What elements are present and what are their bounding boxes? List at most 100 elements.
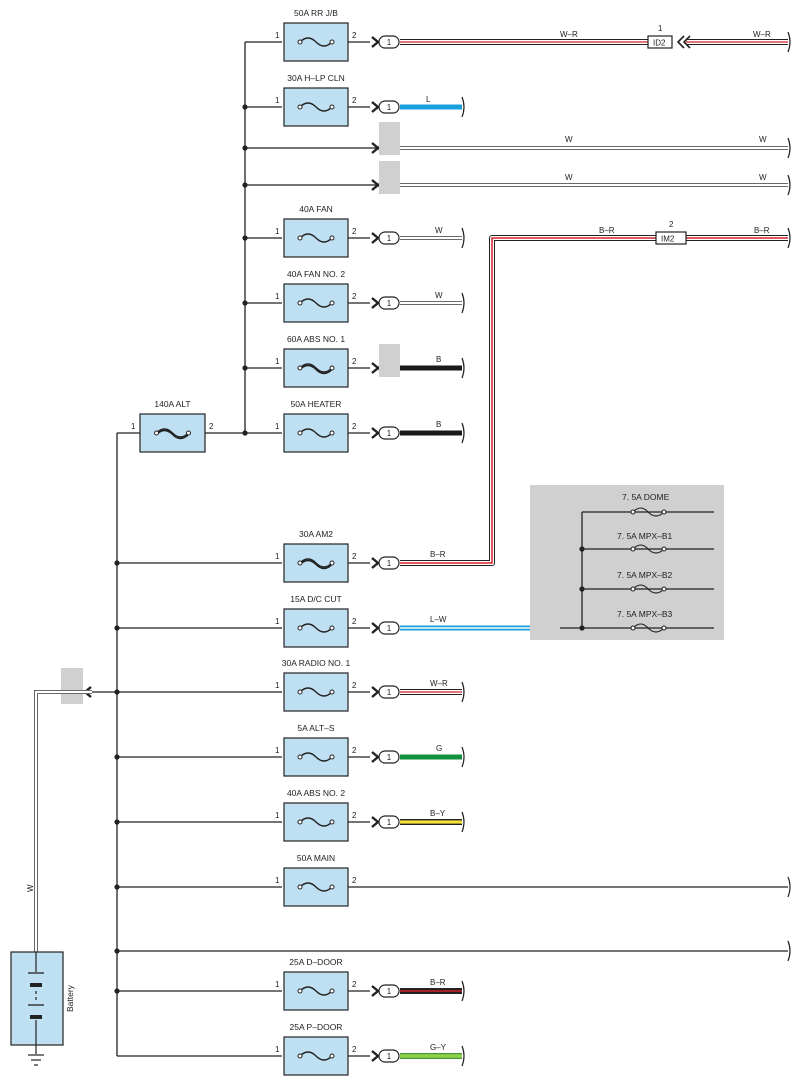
wire-label: W [435,291,443,300]
fuse-am2: 30A AM2 1 2 [275,529,370,583]
fuse-label: 30A AM2 [299,529,333,539]
wire-label: W–R [753,30,771,39]
pin-1-label: 1 [275,552,280,561]
fuse-label-mpx-b2: 7. 5A MPX–B2 [617,570,673,580]
wire-label: L–W [430,615,447,624]
connector-c1: 1 [371,556,400,570]
wire-label: W [565,173,573,182]
wire-label: B–R [430,550,446,559]
battery-label: Battery [65,984,75,1012]
connector-c1: 1 [371,426,400,440]
connector-label: 1 [387,234,392,243]
wire-label: W [759,135,767,144]
wire-label: W [565,135,573,144]
wire-label: G–Y [430,1043,447,1052]
fuse-label-dome: 7. 5A DOME [622,492,670,502]
fuse-radio1: 30A RADIO NO. 1 1 2 [275,658,370,712]
connector-label: 1 [387,987,392,996]
connector-c1: 1 [371,984,400,998]
fuse-label: 15A D/C CUT [290,594,342,604]
pin-1-label: 1 [275,876,280,885]
pin-1-label: 1 [275,1045,280,1054]
wire-label: B [436,355,441,364]
wire-label: B–R [754,226,770,235]
pin-1-label: 1 [275,292,280,301]
fuse-label: 60A ABS NO. 1 [287,334,345,344]
fuse-label: 40A FAN NO. 2 [287,269,345,279]
pin-1-label: 1 [275,31,280,40]
wire-label: G [436,744,442,753]
wire-labels: W–R W–R L W W W W B–R B–R W W B B B–R L–… [426,30,771,1052]
pin-2-label: 2 [352,617,357,626]
inline-connector-id2: ID2 1 [647,24,691,49]
colored-wires [400,39,788,1059]
fuse-label: 30A H–LP CLN [287,73,345,83]
wire-label: B–R [599,226,615,235]
wire-label: W–R [560,30,578,39]
pin-1-label: 1 [275,422,280,431]
pin-2-label: 2 [352,552,357,561]
fuse-label-mpx-b1: 7. 5A MPX–B1 [617,531,673,541]
fuse-hlp-cln: 30A H–LP CLN 1 2 [275,73,370,127]
battery-feed-wire [34,690,92,952]
connector-c1: 1 [371,621,400,635]
fuse-fan2: 40A FAN NO. 2 1 2 [275,269,370,323]
fuse-label: 5A ALT–S [297,723,335,733]
fuse-label-mpx-b3: 7. 5A MPX–B3 [617,609,673,619]
connector-c1: 1 [371,685,400,699]
fuse-label: 25A P–DOOR [290,1022,343,1032]
pin-2-label: 2 [352,96,357,105]
connector-c1: 1 [371,35,400,49]
connector-label: 1 [387,38,392,47]
connector-label: 1 [387,688,392,697]
connector-label: 1 [387,103,392,112]
wire-label: W [759,173,767,182]
pin-1-label: 1 [275,96,280,105]
pin-2-label: 2 [352,227,357,236]
id2-label: ID2 [653,39,666,48]
fuse-p-door: 25A P–DOOR 1 2 [275,1022,370,1076]
fuse-main: 50A MAIN 1 2 [275,853,357,907]
wire-label: W–R [430,679,448,688]
connector-c1: 1 [371,750,400,764]
connector-label: 1 [387,299,392,308]
wire-label: W [435,226,443,235]
pin-1-label: 1 [275,746,280,755]
im2-pin: 2 [669,220,674,229]
pin-2-label: 2 [352,876,357,885]
connector-shades [61,122,400,704]
connector-label: 1 [387,559,392,568]
wire-label: B–Y [430,809,446,818]
wire-breaks [461,31,791,1067]
pin-2-label: 2 [209,422,214,431]
pin-1-label: 1 [275,681,280,690]
connector-c1: 1 [371,100,400,114]
battery: Battery [10,951,75,1066]
pin-2-label: 2 [352,292,357,301]
pin-2-label: 2 [352,980,357,989]
pin-2-label: 2 [352,422,357,431]
connector-label: 1 [387,818,392,827]
pin-2-label: 2 [352,681,357,690]
pin-1-label: 1 [275,980,280,989]
fuse-label: 30A RADIO NO. 1 [282,658,351,668]
pin-1-label: 1 [275,227,280,236]
pin-1-label: 1 [275,357,280,366]
ground-icon [28,1054,44,1066]
fuse-label: 50A MAIN [297,853,335,863]
pin-1-label: 1 [275,811,280,820]
id2-pin: 1 [658,24,663,33]
junction-dots [114,104,248,994]
connector-label: 1 [387,624,392,633]
pin-2-label: 2 [352,1045,357,1054]
